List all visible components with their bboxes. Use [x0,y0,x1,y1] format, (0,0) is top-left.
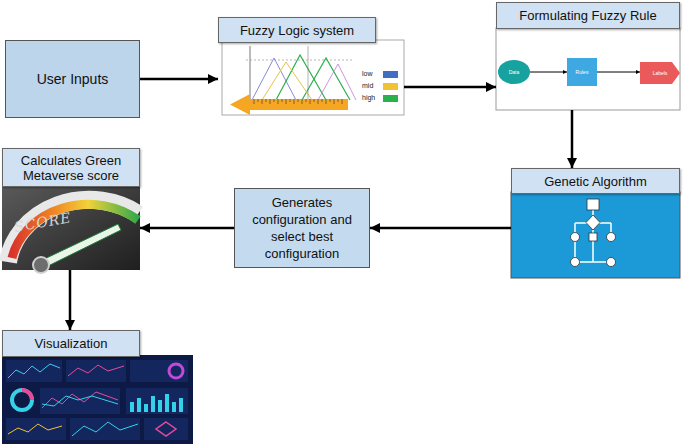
input-box: User Inputs [5,40,140,118]
node-text: User Inputs [37,71,109,88]
process-box: Genetic Algorithm [511,168,680,278]
legend-swatch [383,83,398,90]
legend-text: low [362,70,373,78]
start-ellipse: Data [498,60,530,84]
process-box: Fuzzy Logic system [218,17,404,115]
flow-arrow [370,227,511,230]
legend-text: mid [362,82,373,90]
legend-swatch [383,95,398,102]
legend-swatch [383,71,398,78]
node-text: Rules [576,69,589,75]
fuzzy-illustration [222,40,404,115]
node-text: Generates configuration and select best … [243,194,361,262]
node-text: Labels [653,70,668,76]
process-box: Formulating Fuzzy RuleData Rules Labels [496,2,680,110]
flow-arrow [140,78,218,81]
score-gauge [2,186,140,273]
gauge-label: SCORE [13,209,72,235]
dashboard-image [2,355,193,444]
rule-square: Rules [567,58,597,86]
node-text: Calculates Green Metaverse score [7,153,135,183]
node-text: Formulating Fuzzy Rule [519,8,656,23]
process-box: Calculates Green Metaverse score [2,148,140,270]
flow-arrow [530,72,567,73]
rule-panel [496,28,680,110]
flow-arrow [140,227,234,230]
node-text: Fuzzy Logic system [240,23,354,38]
flow-arrow [571,110,574,168]
output-tag: Labels [640,62,680,84]
process-box: Generates configuration and select best … [234,188,370,268]
node-text: Data [509,69,520,75]
legend-text: high [362,94,375,102]
flow-arrow [69,270,72,330]
node-text: Visualization [35,336,108,351]
genetic-icon [511,192,680,278]
process-box: Visualization [2,330,193,444]
node-text: Genetic Algorithm [544,174,647,189]
flow-arrow [404,86,496,89]
flow-arrow [597,72,640,73]
